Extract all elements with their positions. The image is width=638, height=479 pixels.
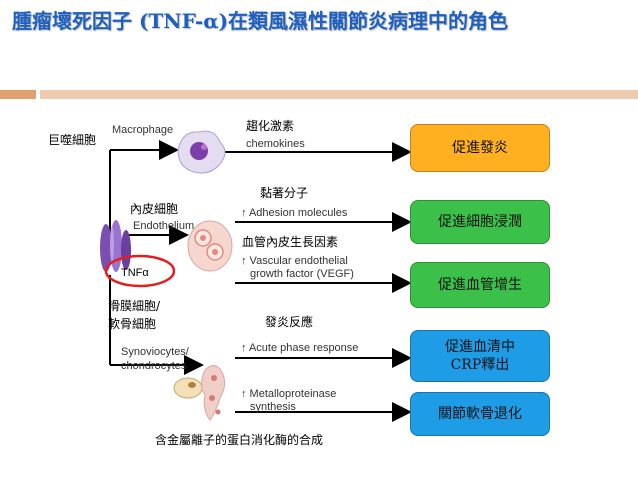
synoviocyte-cell-icon (173, 365, 226, 421)
acute-label-en: ↑ Acute phase response (241, 342, 359, 354)
outcome-inflammation-box: 促進發炎 (410, 124, 550, 172)
vegf-label-en-2: growth factor (VEGF) (250, 268, 354, 280)
outcome-cartilage-box: 關節軟骨退化 (410, 392, 550, 436)
adhesion-label-en: ↑ Adhesion molecules (241, 207, 348, 219)
chemokines-label-zh: 趨化激素 (246, 119, 295, 133)
vegf-label-en-1: ↑ Vascular endothelial (241, 255, 348, 267)
macrophage-label-en: Macrophage (112, 124, 174, 136)
mmp-label-en-2: synthesis (250, 401, 296, 413)
synovio-label-en-2: chondrocytes (121, 360, 187, 372)
outcome-angiogenesis-label: 促進血管增生 (438, 277, 522, 293)
synovio-label-zh-2: 軟骨細胞 (108, 317, 157, 331)
outcome-cartilage-label: 關節軟骨退化 (438, 406, 522, 422)
title-divider-accent (0, 90, 36, 99)
macrophage-cell-icon (177, 130, 226, 174)
tnf-label: TNFα (121, 267, 149, 279)
tnf-highlight-ring (104, 254, 176, 288)
outcome-infiltration-box: 促進細胞浸潤 (410, 200, 550, 244)
chemokines-label-en: chemokines (246, 138, 305, 150)
outcome-infiltration-label: 促進細胞浸潤 (438, 214, 522, 230)
outcome-crp-label-2: CRP釋出 (450, 357, 510, 373)
outcome-crp-box: 促進血清中 CRP釋出 (410, 330, 550, 382)
mmp-label-zh: 含金屬離子的蛋白消化酶的合成 (155, 433, 324, 447)
endothelium-cell-icon (187, 220, 233, 272)
slide-title: 腫瘤壞死因子 (TNF-α)在類風濕性關節炎病理中的角色 (12, 9, 509, 33)
synovio-label-en-1: Synoviocytes/ (121, 346, 189, 358)
acute-label-zh: 發炎反應 (265, 315, 314, 329)
adhesion-label-zh: 黏著分子 (260, 186, 309, 200)
tnf-molecule-icon (100, 220, 131, 272)
endothelial-label-zh: 內皮細胞 (130, 202, 179, 216)
outcome-angiogenesis-box: 促進血管增生 (410, 262, 550, 308)
outcome-crp-label-1: 促進血清中 (445, 339, 515, 355)
macrophage-label-zh: 巨噬細胞 (48, 133, 97, 147)
mmp-label-en-1: ↑ Metalloproteinase (241, 388, 337, 400)
vegf-label-zh: 血管內皮生長因素 (242, 235, 339, 249)
outcome-inflammation-label: 促進發炎 (452, 140, 508, 156)
endothelial-label-en: Endothelium (133, 220, 195, 232)
synovio-label-zh-1: 滑膜細胞/ (108, 299, 161, 313)
title-divider (40, 90, 638, 99)
